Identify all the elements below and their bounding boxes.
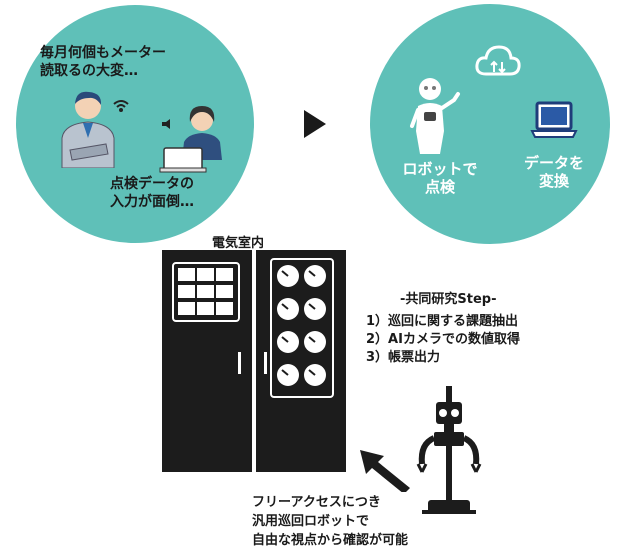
meter-grid-panel — [172, 262, 240, 322]
joint-research-steps: 1）巡回に関する課題抽出 2）AIカメラでの数値取得 3）帳票出力 — [366, 313, 520, 367]
problem-text-top: 毎月何個もメーター 読取るの大変… — [40, 44, 166, 80]
problem-text-line: 入力が面倒… — [110, 194, 194, 210]
data-conversion-label: データを 変換 — [514, 154, 594, 190]
problem-text-line: 読取るの大変… — [40, 63, 138, 79]
bottom-note-line: フリーアクセスにつき — [252, 495, 381, 510]
bottom-note-line: 自由な視点から確認が可能 — [252, 533, 409, 548]
bottom-note: フリーアクセスにつき 汎用巡回ロボットで 自由な視点から確認が可能 — [252, 493, 408, 550]
gauge-panel — [270, 258, 334, 398]
data-label-line: データを — [523, 154, 584, 172]
room-title: 電気室内 — [212, 236, 265, 251]
patrol-robot-icon — [416, 386, 482, 514]
laptop-icon — [530, 101, 578, 138]
robot-label-line: 点検 — [424, 178, 455, 196]
problem-text-line: 点検データの — [110, 176, 194, 192]
door-handle-right — [264, 352, 267, 374]
worker-man-icon — [61, 91, 115, 168]
door-handle-left — [238, 352, 241, 374]
gauge-set — [277, 265, 326, 386]
wifi-icon — [113, 100, 129, 112]
diagonal-arrow-icon — [360, 450, 410, 492]
step-item: 3）帳票出力 — [366, 350, 441, 365]
cabinet-divider — [252, 250, 256, 472]
sound-icon — [162, 119, 170, 129]
problem-text-bottom: 点検データの 入力が面倒… — [110, 175, 194, 211]
robot-label-line: ロボットで — [402, 160, 478, 178]
step-item: 1）巡回に関する課題抽出 — [366, 314, 519, 329]
robot-inspection-label: ロボットで 点検 — [392, 160, 488, 196]
triangle-arrow-right-icon — [304, 110, 326, 138]
cloud-sync-icon — [475, 45, 521, 76]
data-label-line: 変換 — [538, 172, 569, 190]
joint-research-heading: -共同研究Step- — [400, 292, 497, 307]
worker-woman-icon — [159, 106, 222, 173]
step-item: 2）AIカメラでの数値取得 — [366, 332, 520, 347]
problem-circle — [16, 5, 254, 243]
humanoid-robot-icon — [410, 78, 460, 154]
meter-grid — [178, 268, 233, 315]
problem-text-line: 毎月何個もメーター — [40, 45, 166, 61]
bottom-note-line: 汎用巡回ロボットで — [252, 514, 370, 529]
